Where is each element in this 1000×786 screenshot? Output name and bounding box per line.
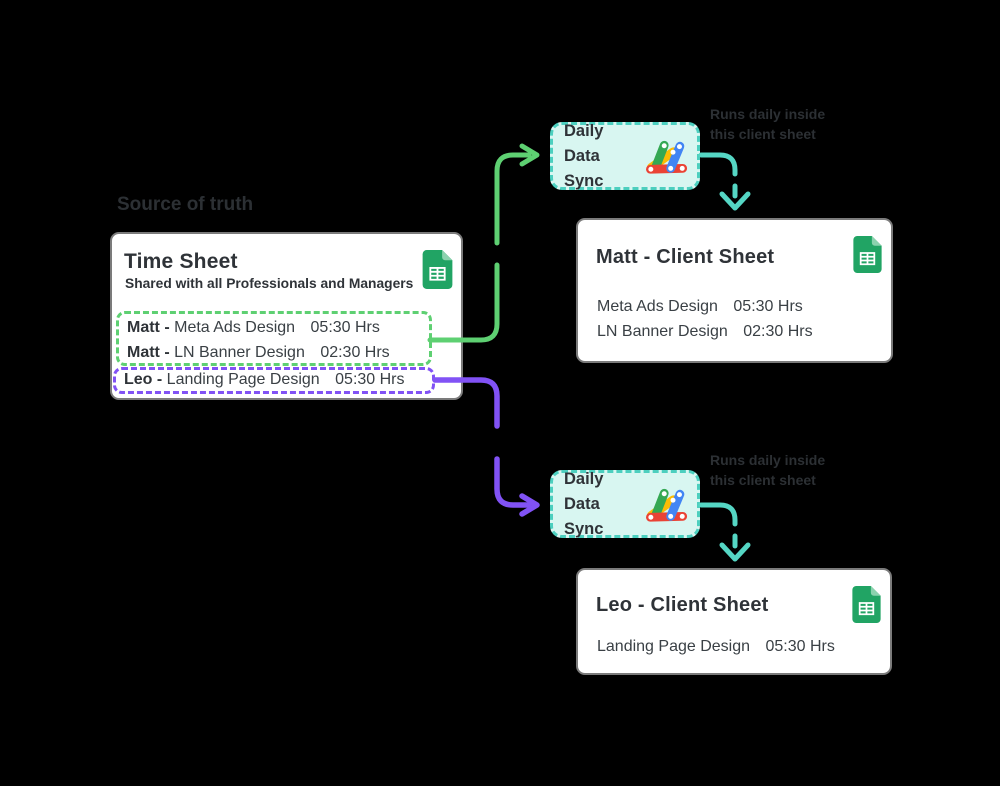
- sync-label-line1: Daily Data: [564, 469, 604, 513]
- timesheet-row: Leo - Landing Page Design 05:30 Hrs: [124, 370, 432, 390]
- daily-data-sync-box-bottom: Daily Data Sync: [550, 470, 700, 538]
- leo-client-sheet-card: Leo - Client Sheet Landing Page Design 0…: [576, 568, 892, 675]
- sheets-icon: [422, 250, 453, 294]
- arrow-right-head-icon: [519, 143, 540, 167]
- source-of-truth-label: Source of truth: [117, 194, 254, 215]
- hours-value: 05:30 Hrs: [733, 298, 803, 315]
- matt-sheet-rows: Meta Ads Design 05:30 Hrs LN Banner Desi…: [597, 294, 813, 344]
- task-name: Meta Ads Design: [597, 298, 718, 315]
- task-name: Landing Page Design: [166, 371, 320, 388]
- timesheet-title: Time Sheet: [124, 250, 238, 273]
- task-name: LN Banner Design: [597, 323, 728, 340]
- sheet-row: LN Banner Design 02:30 Hrs: [597, 319, 813, 344]
- hours-value: 02:30 Hrs: [320, 343, 390, 361]
- sheets-icon: [852, 586, 881, 628]
- sheet-row: Landing Page Design 05:30 Hrs: [597, 634, 835, 659]
- purple-connector-arrow: [432, 377, 540, 517]
- note-line2: this client sheet: [710, 126, 816, 142]
- hours-value: 05:30 Hrs: [335, 371, 405, 388]
- sync-label-line2: Sync: [564, 171, 604, 190]
- note-line2: this client sheet: [710, 472, 816, 488]
- sync-label: Daily Data Sync: [564, 119, 643, 194]
- sync-label-line2: Sync: [564, 519, 604, 538]
- note-line1: Runs daily inside: [710, 106, 826, 122]
- task-name: Meta Ads Design: [174, 319, 296, 336]
- person-name: Matt -: [127, 319, 170, 336]
- leo-sheet-rows: Landing Page Design 05:30 Hrs: [597, 634, 835, 659]
- matt-sheet-title: Matt - Client Sheet: [596, 246, 775, 268]
- timesheet-subtitle: Shared with all Professionals and Manage…: [125, 276, 414, 291]
- matt-rows-group: Matt - Meta Ads Design 05:30 Hrs Matt - …: [116, 311, 432, 366]
- sync-label-line1: Daily Data: [564, 121, 604, 165]
- task-name: LN Banner Design: [174, 343, 305, 361]
- apps-script-icon: [643, 133, 691, 181]
- teal-connector-arrow-bottom: [698, 502, 751, 562]
- matt-client-sheet-card: Matt - Client Sheet Meta Ads Design 05:3…: [576, 218, 893, 363]
- person-name: Matt -: [127, 343, 170, 361]
- hours-value: 05:30 Hrs: [765, 638, 835, 655]
- runs-daily-note-bottom: Runs daily inside this client sheet: [710, 450, 825, 490]
- person-name: Leo -: [124, 371, 163, 388]
- timesheet-row: Matt - LN Banner Design 02:30 Hrs: [127, 341, 429, 366]
- chevron-down-arrow-icon: [719, 191, 751, 211]
- leo-sheet-title: Leo - Client Sheet: [596, 594, 769, 616]
- hours-value: 02:30 Hrs: [743, 323, 813, 340]
- chevron-down-arrow-icon: [719, 542, 751, 562]
- runs-daily-note-top: Runs daily inside this client sheet: [710, 104, 825, 144]
- daily-data-sync-box-top: Daily Data Sync: [550, 122, 700, 190]
- note-line1: Runs daily inside: [710, 452, 826, 468]
- sheet-row: Meta Ads Design 05:30 Hrs: [597, 294, 813, 319]
- timesheet-row: Matt - Meta Ads Design 05:30 Hrs: [127, 316, 429, 341]
- arrow-right-head-icon: [519, 493, 540, 517]
- timesheet-card: Time Sheet Shared with all Professionals…: [110, 232, 463, 400]
- task-name: Landing Page Design: [597, 638, 751, 655]
- sync-label: Daily Data Sync: [564, 467, 643, 542]
- leo-rows-group: Leo - Landing Page Design 05:30 Hrs: [113, 367, 435, 394]
- sheets-icon: [853, 236, 882, 278]
- hours-value: 05:30 Hrs: [310, 319, 380, 336]
- teal-connector-arrow-top: [698, 152, 751, 211]
- apps-script-icon: [643, 481, 691, 529]
